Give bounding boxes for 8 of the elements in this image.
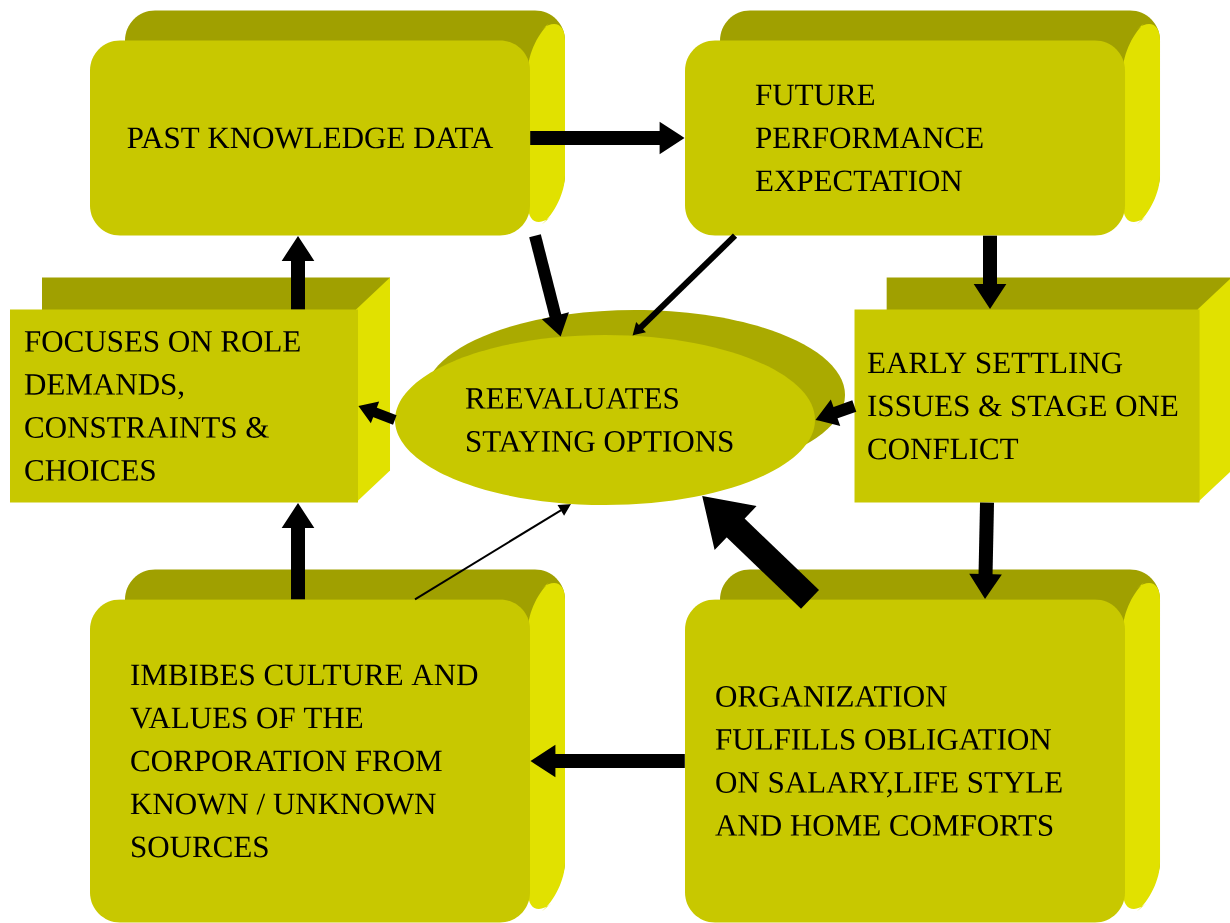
rounded-box: PAST KNOWLEDGE DATA xyxy=(90,10,565,236)
oval: REEVALUATES STAYING OPTIONS xyxy=(395,310,845,505)
process-box: EARLY SETTLING ISSUES & STAGE ONE CONFLICT xyxy=(854,277,1230,503)
rounded-box: ORGANIZATION FULFILLS OBLIGATION ON SALARY,LIFE STYLE AND HOME COMFORTS xyxy=(685,569,1160,923)
rounded-box: IMBIBES CULTURE AND VALUES OF THE CORPORATION FROM KNOWN / UNKNOWN SOURCES xyxy=(90,569,565,923)
arrow xyxy=(414,504,571,601)
process-box: FOCUSES ON ROLE DEMANDS, CONSTRAINTS & CHOICES xyxy=(10,277,390,503)
rounded-box: FUTURE PERFORMANCE EXPECTATION xyxy=(685,10,1160,236)
